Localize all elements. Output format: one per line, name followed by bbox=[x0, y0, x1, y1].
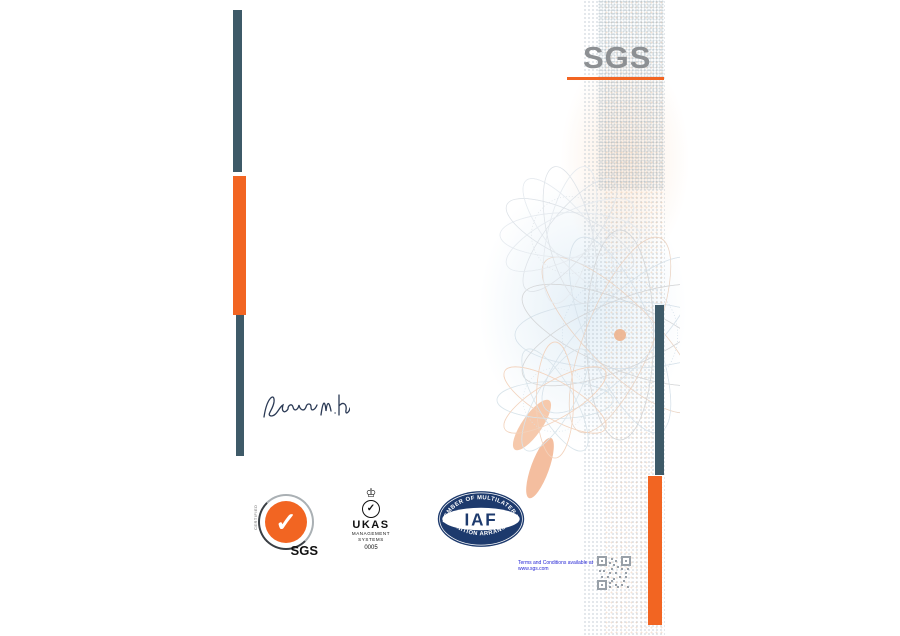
left-accent-bar-top bbox=[233, 10, 242, 172]
right-accent-bar-slate bbox=[655, 305, 664, 475]
seal-check-icon: ✓ bbox=[265, 501, 307, 543]
crown-icon: ♔ bbox=[365, 486, 377, 500]
right-accent-bar-orange bbox=[648, 476, 662, 625]
qr-code bbox=[597, 556, 631, 590]
signature bbox=[263, 394, 350, 418]
guilloche-pattern bbox=[496, 166, 680, 499]
flower-center bbox=[614, 329, 626, 341]
iaf-mla-mark: MEMBER OF MULTILATERAL RECOGNITION ARRAN… bbox=[436, 489, 525, 547]
ukas-number: 0005 bbox=[364, 544, 378, 551]
iaf-label: IAF bbox=[465, 510, 498, 529]
iaf-inner-ring bbox=[439, 492, 523, 546]
peach-petal bbox=[512, 399, 552, 451]
sgs-logo: SGS bbox=[583, 40, 652, 75]
signature-stroke-first bbox=[263, 396, 318, 418]
sgs-logo-underline bbox=[567, 77, 664, 80]
left-accent-bar-orange bbox=[233, 176, 246, 315]
iaf-center-band bbox=[442, 507, 520, 531]
seal-ring-text: CERTIFIED bbox=[253, 504, 258, 530]
ukas-subtitle: MANAGEMENT SYSTEMS bbox=[351, 531, 391, 542]
seal-outer-ring bbox=[258, 494, 314, 550]
left-accent-bar-bottom bbox=[236, 315, 244, 456]
signature-stroke-second bbox=[320, 394, 350, 416]
sgs-certification-seal: ✓ CERTIFIED SGS bbox=[253, 492, 318, 558]
halftone-dots-dense bbox=[598, 0, 664, 190]
check-glyph: ✓ bbox=[275, 506, 297, 537]
ukas-check-icon: ✓ bbox=[362, 500, 380, 518]
seal-sgs-label: SGS bbox=[290, 543, 318, 558]
ukas-accreditation-mark: ♔ ✓ UKAS MANAGEMENT SYSTEMS 0005 bbox=[342, 487, 400, 559]
terms-note: Terms and Conditions available at www.sg… bbox=[518, 560, 594, 573]
ukas-name: UKAS bbox=[352, 519, 390, 531]
